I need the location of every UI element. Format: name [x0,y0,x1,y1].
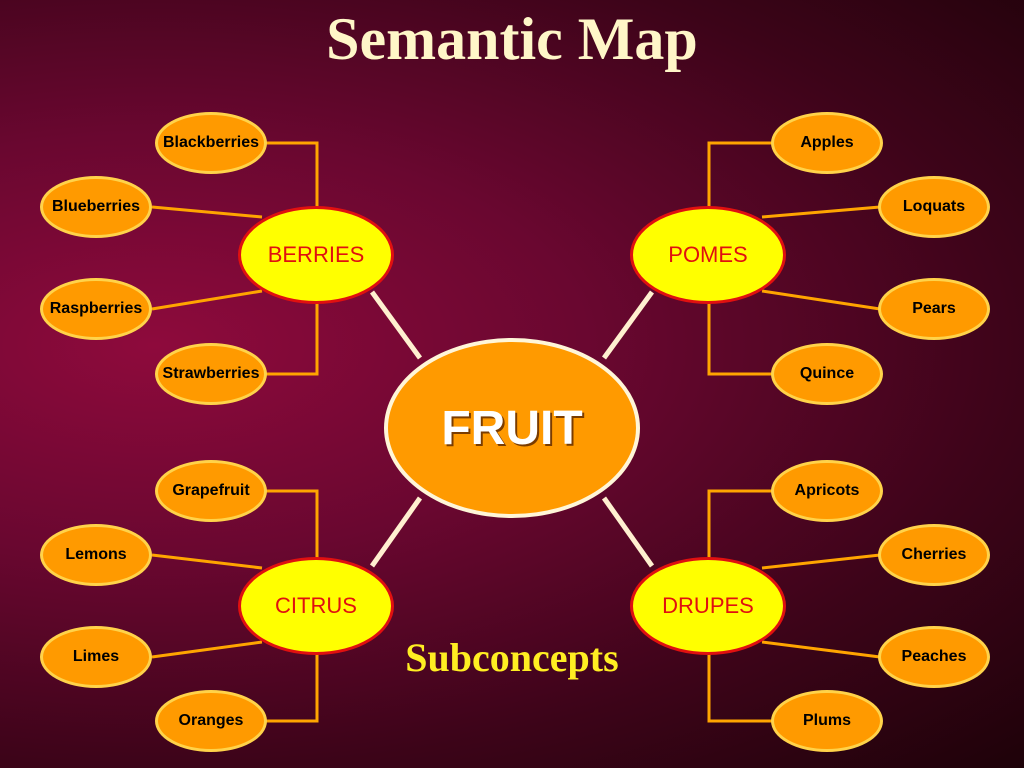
leaf-node-raspberries: Raspberries [40,278,152,340]
leaf-node-limes: Limes [40,626,152,688]
connector-lemons [151,553,263,570]
connector-oranges [265,653,319,723]
leaf-node-grapefruit: Grapefruit [155,460,267,522]
connector-pears [761,289,881,311]
connector-loquats [761,205,881,219]
category-node-pomes: POMES [630,206,786,304]
leaf-node-apricots: Apricots [771,460,883,522]
spoke-citrus [369,496,423,568]
connector-limes [151,640,263,659]
connector-grapefruit [265,489,319,559]
connector-peaches [761,640,881,659]
spoke-pomes [601,290,655,360]
category-node-berries: BERRIES [238,206,394,304]
category-node-citrus: CITRUS [238,557,394,655]
connector-apricots [707,489,773,559]
connector-quince [707,302,773,376]
leaf-node-loquats: Loquats [878,176,990,238]
leaf-node-blackberries: Blackberries [155,112,267,174]
leaf-node-lemons: Lemons [40,524,152,586]
leaf-node-strawberries: Strawberries [155,343,267,405]
category-node-drupes: DRUPES [630,557,786,655]
connector-blackberries [265,141,319,208]
spoke-drupes [601,496,655,568]
page-title: Semantic Map [326,6,698,72]
center-node-fruit: FRUIT [384,338,640,518]
connector-raspberries [151,289,263,311]
leaf-node-peaches: Peaches [878,626,990,688]
connector-plums [707,653,773,723]
leaf-node-apples: Apples [771,112,883,174]
leaf-node-cherries: Cherries [878,524,990,586]
leaf-node-quince: Quince [771,343,883,405]
connector-apples [707,141,773,208]
connector-blueberries [151,205,263,219]
diagram-subtitle: Subconcepts [405,635,619,680]
connector-strawberries [265,302,319,376]
leaf-node-blueberries: Blueberries [40,176,152,238]
connector-cherries [761,553,881,570]
leaf-node-pears: Pears [878,278,990,340]
leaf-node-plums: Plums [771,690,883,752]
leaf-node-oranges: Oranges [155,690,267,752]
spoke-berries [369,290,423,360]
